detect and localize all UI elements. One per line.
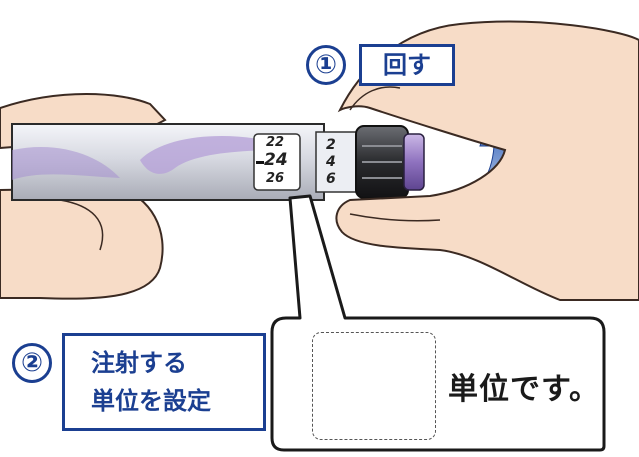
dose-callout-bubble <box>270 194 606 452</box>
dial-scale-middle: 4 <box>326 154 336 170</box>
dose-window-placeholder <box>312 332 436 440</box>
right-hand <box>335 20 639 301</box>
pen-body <box>11 123 425 201</box>
step-1-label: 回す <box>359 44 455 86</box>
dose-indicator-mark <box>256 161 264 164</box>
step-2-label-line-2: 単位を設定 <box>91 387 211 415</box>
step-2-label-line-1: 注射する <box>91 349 187 377</box>
step-1-number: ① <box>306 45 346 85</box>
dose-number-current: 24 <box>264 150 288 170</box>
dial-scale-top: 2 <box>326 137 336 153</box>
dose-number-lower: 26 <box>266 171 285 186</box>
step-2-label-box: 注射する 単位を設定 <box>62 333 266 431</box>
step-2-number: ② <box>12 343 52 383</box>
dial-scale-bottom: 6 <box>326 171 336 187</box>
dose-number-upper: 22 <box>266 135 285 150</box>
units-text: 単位です。 <box>448 372 600 407</box>
